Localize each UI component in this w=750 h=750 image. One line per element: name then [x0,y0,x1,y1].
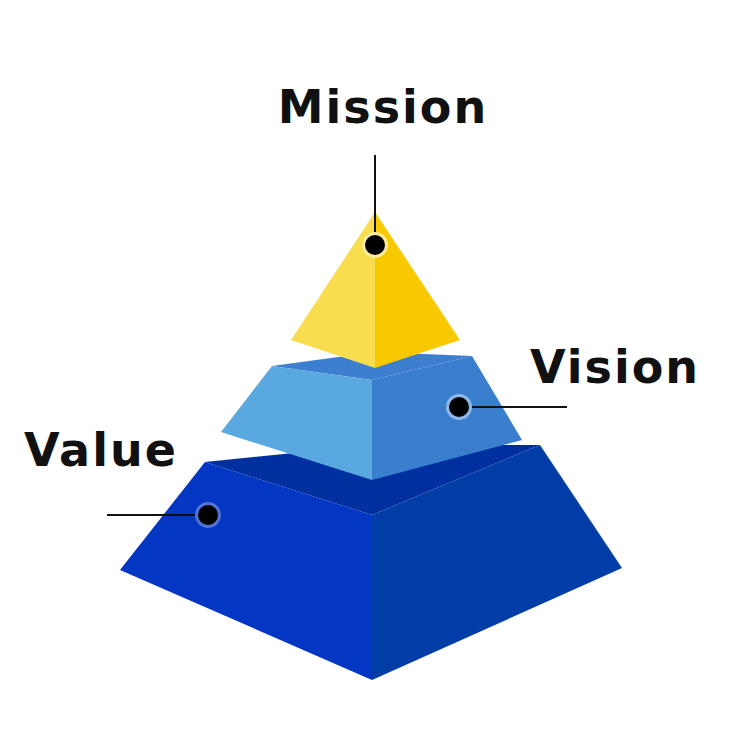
callout-dot [198,505,218,525]
tier-right-face [372,356,522,480]
tier-right-face [372,445,622,680]
dot-ring [195,502,221,528]
tier-left-face [120,462,372,680]
tier-left-face [291,212,375,368]
leader-line [459,406,567,408]
dot-ring [446,394,472,420]
vision-tier [221,352,522,480]
callout-label: Vision [530,344,700,390]
leader-line [374,155,376,245]
callout-label: Mission [278,84,488,130]
callout-label: Value [24,427,178,473]
callout-dot [449,397,469,417]
tier-left-face [221,366,372,480]
value-tier [120,445,622,680]
tier-right-face [375,212,460,368]
dot-ring [362,232,388,258]
callout-dot [365,235,385,255]
mission-tier [291,212,460,368]
leader-line [107,514,208,516]
